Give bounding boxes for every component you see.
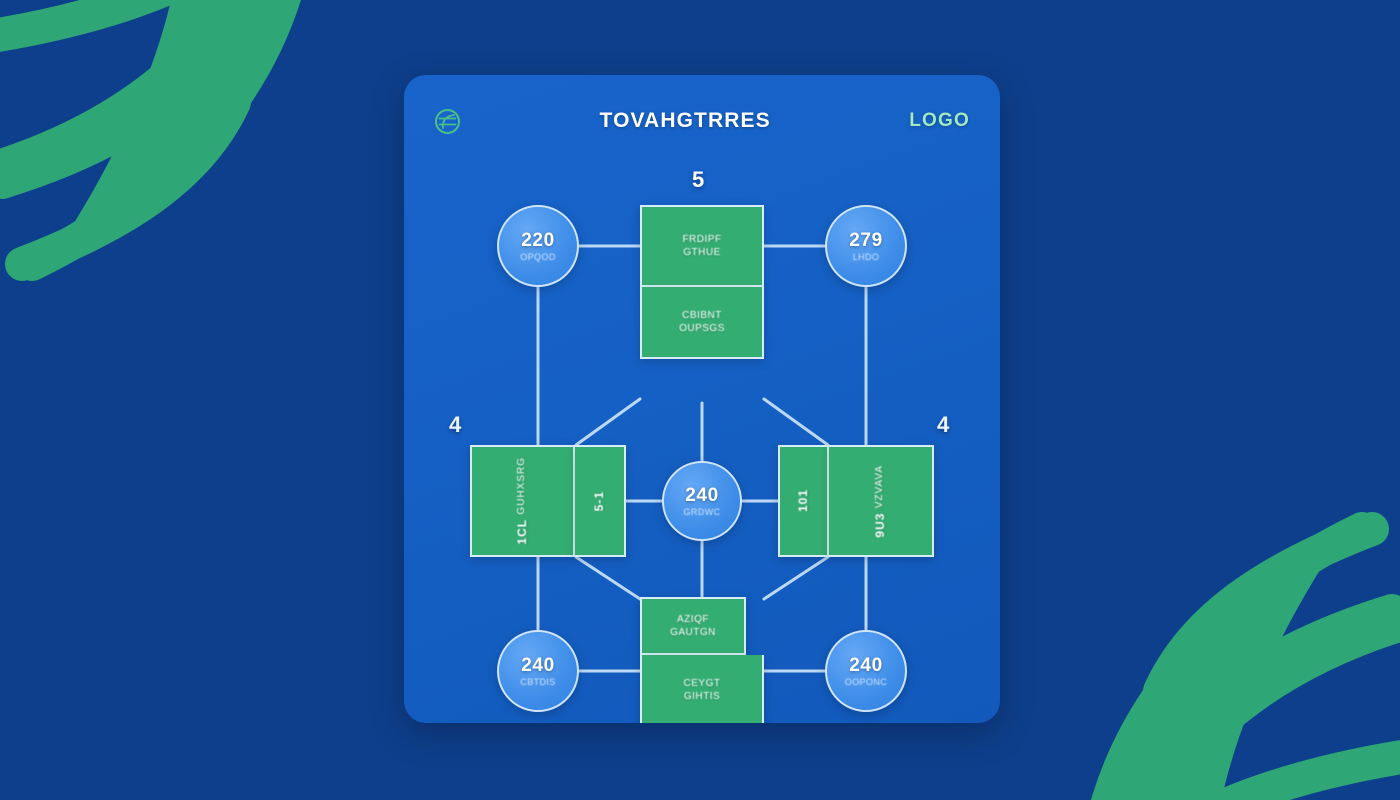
edge-label-left: 4	[449, 412, 462, 437]
leaf-decoration-bottom-right	[1072, 451, 1400, 800]
node-box-label: 9U3 VZVAVA	[873, 464, 888, 538]
node-box-top-lower[interactable]: CBIBNT OUPSGS	[640, 287, 764, 359]
node-box-top-upper[interactable]: FRDIPF GTHUE	[640, 205, 764, 287]
node-box-bottom-lower[interactable]: CEYGT GIHTIS	[640, 655, 764, 723]
node-circle-top-left[interactable]: 220 OPQOD	[497, 205, 579, 287]
node-box-label: CBIBNT OUPSGS	[679, 309, 725, 335]
node-sublabel: CBTDIS	[520, 676, 556, 687]
leaf-decoration-top-left	[0, 0, 322, 347]
node-group-right: 101 9U3 VZVAVA	[778, 445, 934, 557]
node-box-label: 5-1	[592, 490, 607, 512]
node-box-right-outer[interactable]: 9U3 VZVAVA	[829, 445, 934, 557]
edge-label-top: 5	[692, 167, 705, 192]
node-circle-bottom-left[interactable]: 240 CBTDIS	[497, 630, 579, 712]
node-sublabel: GRDWC	[683, 506, 721, 517]
node-box-right-inner[interactable]: 101	[778, 445, 829, 557]
card-header: TOVAHGTRRES LOGO	[404, 75, 1000, 167]
node-value: 240	[849, 654, 883, 676]
diagram-card: TOVAHGTRRES LOGO	[404, 75, 1000, 723]
node-sublabel: OPQOD	[520, 251, 556, 262]
node-box-bottom-upper[interactable]: AZIQF GAUTGN	[640, 597, 746, 655]
connector-lines	[536, 244, 868, 673]
node-group-top: FRDIPF GTHUE CBIBNT OUPSGS	[640, 205, 764, 359]
page-title: TOVAHGTRRES	[599, 109, 771, 132]
node-box-label: CEYGT GIHTIS	[683, 677, 721, 703]
node-value: 240	[521, 654, 555, 676]
node-sublabel: OOPONC	[844, 676, 888, 687]
node-group-bottom: AZIQF GAUTGN CEYGT GIHTIS	[640, 597, 764, 723]
node-circle-center[interactable]: 240 GRDWC	[662, 461, 742, 541]
logo-text[interactable]: LOGO	[909, 110, 970, 131]
leaf-circle-emblem-icon[interactable]	[434, 108, 461, 135]
node-value: 279	[849, 229, 883, 251]
node-circle-bottom-right[interactable]: 240 OOPONC	[825, 630, 907, 712]
node-box-label: 101	[796, 489, 811, 513]
network-diagram: 5 01 FRDIPF GTHUE CBIBNT OUPSGS	[404, 167, 1000, 723]
node-value: 220	[521, 229, 555, 251]
edge-label-right: 4	[937, 412, 950, 437]
node-box-left-outer[interactable]: 1CL GUHXSRG	[470, 445, 575, 557]
node-circle-top-right[interactable]: 279 LHDO	[825, 205, 907, 287]
node-box-label: FRDIPF GTHUE	[682, 233, 722, 259]
node-group-left: 1CL GUHXSRG 5-1	[470, 445, 626, 557]
node-box-label: 1CL GUHXSRG	[515, 457, 530, 545]
node-box-label: AZIQF GAUTGN	[670, 613, 716, 639]
node-value: 240	[685, 484, 719, 506]
node-sublabel: LHDO	[852, 251, 880, 262]
node-box-left-inner[interactable]: 5-1	[575, 445, 626, 557]
